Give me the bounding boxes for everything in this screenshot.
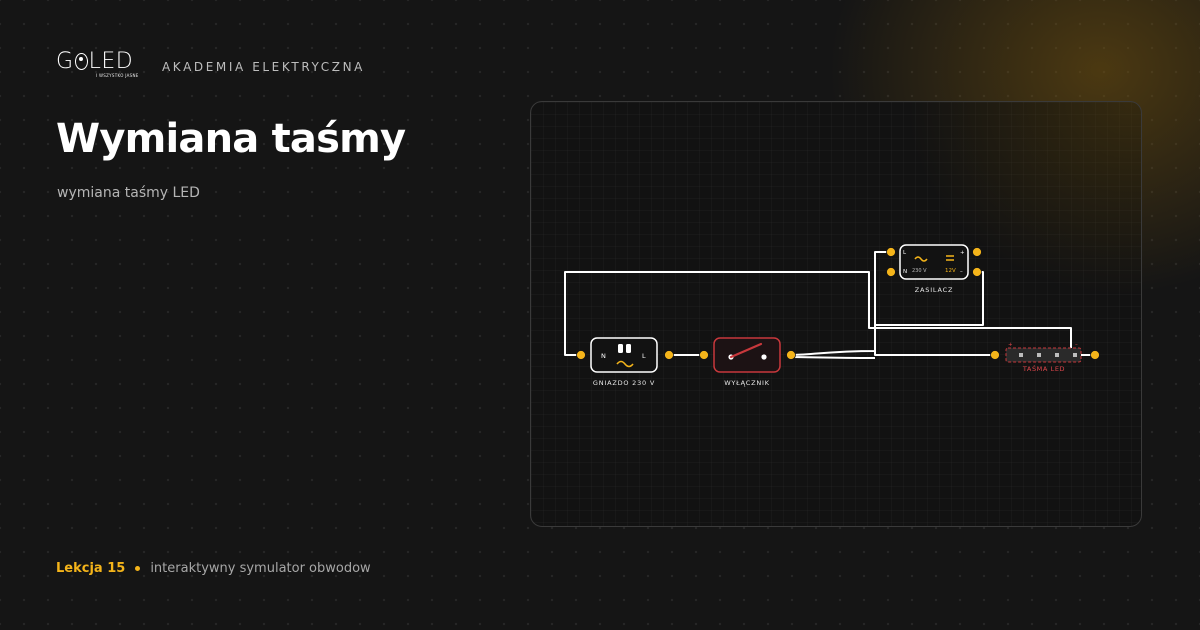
terminal-psu-n[interactable]: [886, 267, 896, 277]
ac-wave-icon: [914, 256, 928, 262]
psu-out-minus: –: [960, 269, 963, 275]
psu-input-voltage: 230 V: [912, 268, 927, 274]
switch-component[interactable]: WYŁĄCZNIK: [713, 337, 781, 387]
terminal-outlet-n[interactable]: [576, 350, 586, 360]
switch-label: WYŁĄCZNIK: [724, 379, 770, 387]
led-label: TAŚMA LED: [1022, 364, 1065, 373]
led-strip-component[interactable]: + – TAŚMA LED: [1005, 342, 1082, 373]
wire-psu-minus-to-led[interactable]: [874, 271, 993, 356]
logo-tagline: I WSZYSTKO JASNE: [96, 73, 139, 78]
outlet-pin-l: L: [642, 352, 646, 360]
terminal-outlet-l[interactable]: [664, 350, 674, 360]
terminal-led-minus[interactable]: [1090, 350, 1100, 360]
outlet-component[interactable]: N L GNIAZDO 230 V: [590, 337, 658, 387]
terminal-led-plus[interactable]: [990, 350, 1000, 360]
bulb-icon: [74, 53, 88, 70]
lesson-number: Lekcja 15: [56, 561, 126, 576]
psu-label: ZASILACZ: [915, 286, 953, 294]
terminal-switch-out[interactable]: [786, 350, 796, 360]
socket-hole-icon: [626, 344, 631, 353]
wire-switch-to-led[interactable]: [790, 356, 876, 359]
lesson-description: interaktywny symulator obwodow: [150, 561, 371, 576]
brand-name: AKADEMIA ELEKTRYCZNA: [162, 60, 365, 74]
terminal-psu-plus[interactable]: [972, 247, 982, 257]
separator-dot: [135, 566, 141, 571]
page-subtitle: wymiana taśmy LED: [57, 185, 200, 201]
led-minus: –: [1075, 342, 1078, 348]
footer: Lekcja 15 interaktywny symulator obwodow: [56, 561, 371, 576]
outlet-pin-n: N: [601, 352, 606, 360]
psu-component[interactable]: L N 230 V 12V + – ZASILACZ: [899, 244, 969, 294]
terminal-psu-l[interactable]: [886, 247, 896, 257]
terminal-switch-in[interactable]: [699, 350, 709, 360]
psu-out-plus: +: [960, 250, 965, 256]
circuit-simulator-panel[interactable]: N L GNIAZDO 230 V WYŁĄCZNIK L N 230 V 12…: [530, 101, 1142, 527]
led-plus: +: [1008, 342, 1013, 348]
led-chip: [1055, 353, 1059, 357]
terminals: [576, 247, 1100, 360]
led-chip: [1037, 353, 1041, 357]
page-title: Wymiana taśmy: [56, 116, 406, 162]
outlet-label: GNIAZDO 230 V: [593, 379, 655, 387]
socket-hole-icon: [618, 344, 623, 353]
psu-in-l: L: [903, 250, 907, 256]
circuit-diagram[interactable]: N L GNIAZDO 230 V WYŁĄCZNIK L N 230 V 12…: [531, 102, 1142, 527]
switch-contact: [761, 354, 767, 360]
psu-in-n: N: [903, 269, 907, 275]
ac-wave-icon: [616, 360, 634, 368]
led-chip: [1019, 353, 1023, 357]
switch-lever[interactable]: [729, 342, 763, 359]
psu-output-voltage: 12V: [945, 268, 956, 274]
led-chip: [1073, 353, 1077, 357]
terminal-psu-minus[interactable]: [972, 267, 982, 277]
